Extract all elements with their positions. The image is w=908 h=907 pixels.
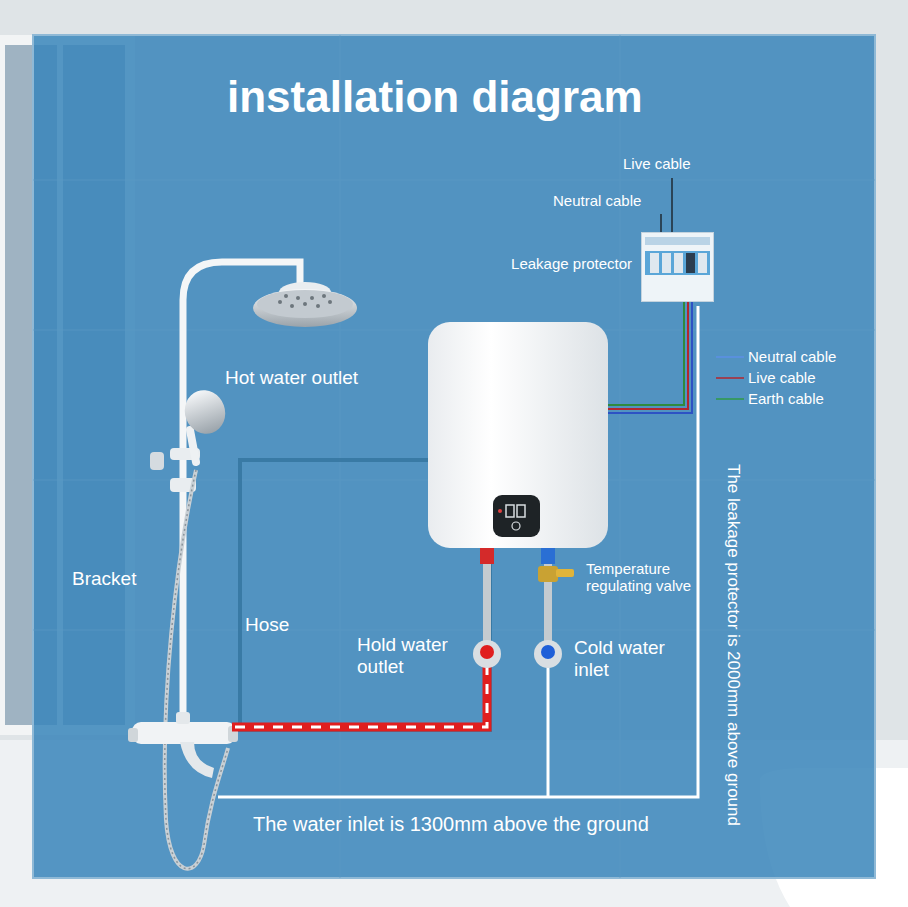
water-heater — [506, 505, 514, 517]
heater-wires — [607, 302, 684, 405]
cold-water-pipe — [218, 306, 698, 797]
shower-bracket — [322, 294, 326, 298]
inlet-outlet-valves — [473, 564, 574, 668]
supply-cables — [661, 178, 672, 232]
shower-bracket — [284, 294, 288, 298]
shower-hose — [165, 470, 228, 869]
inlet-outlet-valves — [541, 645, 555, 659]
blue-overlay-panel — [33, 630, 875, 631]
shower-bracket — [179, 384, 232, 439]
shower-mixer — [128, 712, 238, 778]
dimension-note: The leakage protector is 2000mm above gr… — [723, 464, 743, 826]
breaker-module — [674, 253, 683, 273]
water-heater — [428, 322, 608, 548]
blue-overlay-panel — [340, 35, 341, 878]
water-heater — [428, 322, 608, 564]
shower-mixer — [176, 712, 190, 724]
cold-water-pipe — [547, 664, 550, 797]
blue-overlay-panel — [33, 35, 875, 878]
water-heater — [517, 505, 525, 517]
breaker-rail — [645, 251, 710, 275]
shower-mixer — [132, 722, 236, 744]
shower-bracket — [150, 452, 164, 470]
shower-bracket — [278, 294, 332, 308]
inlet-outlet-valves — [480, 645, 494, 659]
blue-overlay-panel — [33, 180, 875, 181]
shower-mixer — [180, 742, 214, 778]
node-label: Leakage protector — [511, 255, 632, 272]
leakage-protector: Leakage protector — [641, 232, 714, 302]
cable-label: Live cable — [623, 155, 691, 172]
part-label: Cold water inlet — [574, 637, 674, 681]
inlet-outlet-valves — [534, 640, 562, 668]
inlet-outlet-valves — [556, 569, 574, 577]
breaker-module — [686, 253, 695, 273]
shower-bracket — [253, 289, 357, 327]
panel-strip — [645, 237, 710, 245]
shower-bracket — [310, 296, 314, 300]
breaker-module — [698, 253, 707, 273]
water-heater — [493, 495, 540, 537]
shower-bracket — [150, 262, 357, 735]
water-heater — [512, 522, 520, 530]
breaker-panel — [642, 233, 713, 301]
diagram-title: installation diagram — [227, 72, 643, 123]
wire-label: Neutral cable — [748, 348, 836, 365]
supply-cables — [660, 214, 662, 232]
shower-mixer — [128, 728, 138, 742]
inlet-outlet-valves — [483, 564, 491, 642]
shower-bracket — [290, 304, 294, 308]
water-heater — [498, 509, 502, 513]
shower-bracket — [278, 300, 282, 304]
part-label: Hose — [245, 614, 289, 636]
blue-overlay-panel — [33, 35, 875, 878]
dimension-note: The water inlet is 1300mm above the grou… — [253, 813, 649, 836]
water-heater — [480, 548, 494, 564]
part-label: Bracket — [72, 568, 136, 590]
shower-bracket — [257, 290, 353, 318]
heater-wires — [607, 302, 688, 409]
shower-bracket — [303, 302, 307, 306]
heater-wires — [607, 302, 692, 413]
wire-label: Earth cable — [748, 390, 824, 407]
water-heater — [541, 548, 555, 564]
blue-overlay-panel — [33, 35, 875, 878]
heater-wires — [716, 398, 744, 400]
heater-wires — [607, 302, 744, 413]
heater-wires — [716, 377, 744, 379]
inlet-outlet-valves — [538, 566, 558, 582]
shower-bracket — [190, 430, 196, 462]
blue-overlay-panel — [33, 35, 875, 878]
cable-label: Neutral cable — [553, 192, 641, 209]
shower-bracket — [316, 304, 320, 308]
shower-hose — [165, 470, 228, 869]
blue-overlay-panel — [620, 35, 621, 878]
shower-hose — [165, 470, 228, 869]
breaker-module — [662, 253, 671, 273]
heater-wires — [716, 356, 744, 358]
breaker-module — [650, 253, 659, 273]
shower-bracket — [296, 296, 300, 300]
cold-water-pipe — [218, 306, 698, 797]
part-label: Hold water outlet — [357, 634, 469, 678]
inlet-outlet-valves — [473, 640, 501, 668]
part-label: Hot water outlet — [225, 367, 358, 389]
shower-bracket — [328, 300, 332, 304]
shower-bracket — [183, 262, 300, 735]
supply-cables — [671, 178, 673, 232]
part-label: Temperature regulating valve — [586, 560, 698, 595]
wire-label: Live cable — [748, 369, 816, 386]
